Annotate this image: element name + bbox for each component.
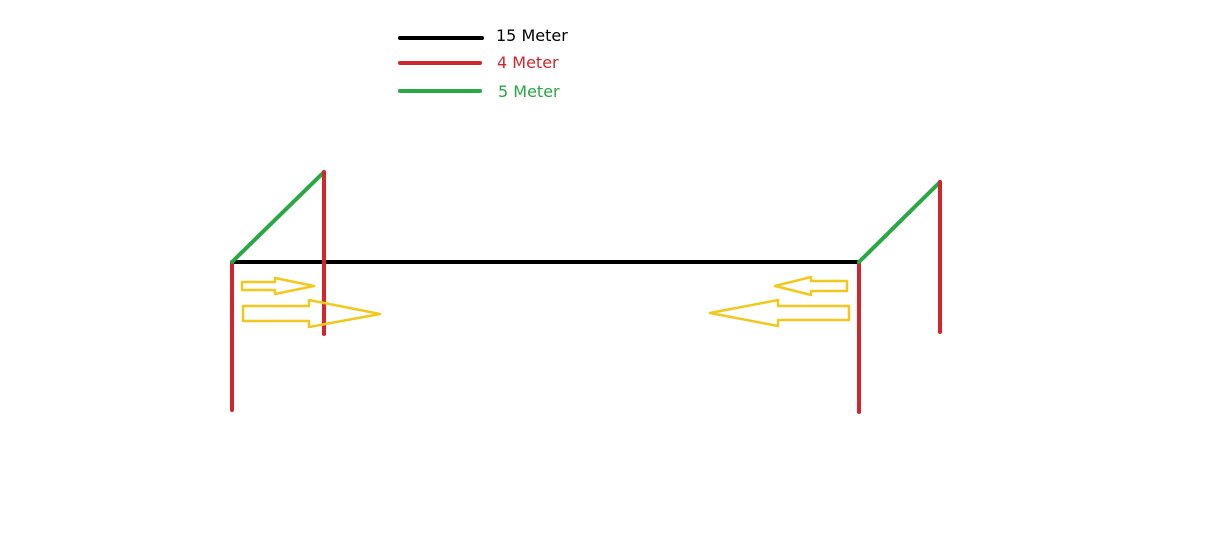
right-large-arrow-left: [708, 298, 851, 328]
structure: [230, 170, 942, 414]
left-large-arrow-right: [241, 298, 382, 329]
legend-label-15-meter: 15 Meter: [496, 26, 568, 45]
left-small-arrow-right: [240, 276, 316, 296]
legend-label-5-meter: 5 Meter: [498, 82, 560, 101]
arrows: [240, 275, 851, 329]
left-diagonal-5-meter: [230, 170, 326, 264]
right-diagonal-5-meter: [857, 180, 942, 264]
legend-label-4-meter: 4 Meter: [497, 53, 559, 72]
legend: 15 Meter 4 Meter 5 Meter: [398, 26, 568, 101]
right-small-arrow-left: [773, 275, 849, 297]
